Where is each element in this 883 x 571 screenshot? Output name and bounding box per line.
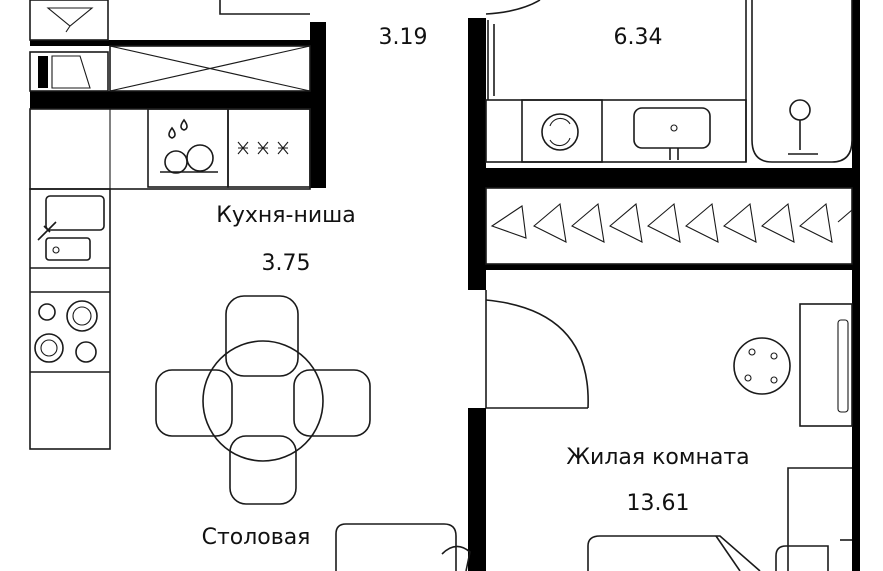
hanger-icon xyxy=(490,202,853,243)
washing-machine-icon xyxy=(541,113,579,151)
washing-machine xyxy=(521,99,603,163)
hall-area: 3.19 xyxy=(379,25,428,50)
sofa xyxy=(335,523,471,571)
wall-closet-bottom xyxy=(486,264,858,270)
wall-bath-bottom xyxy=(486,168,858,188)
sink-icon xyxy=(633,107,711,160)
wall-right-edge xyxy=(852,0,860,571)
dining-name: Столовая xyxy=(202,525,311,550)
round-table-icon xyxy=(202,340,324,462)
round-table-icon xyxy=(733,337,791,395)
wall-top-left xyxy=(30,40,320,46)
left-counter xyxy=(29,188,111,450)
hob-icon xyxy=(34,300,98,363)
wall-column-left-upper xyxy=(468,18,486,290)
tv-stand xyxy=(799,303,853,427)
closet xyxy=(485,187,853,265)
walls xyxy=(30,0,860,571)
hall-furniture: 3.19 xyxy=(29,0,541,92)
chair-icon xyxy=(155,295,371,505)
bathroom-area: 6.34 xyxy=(614,25,663,50)
doors xyxy=(485,290,589,409)
living-area: 13.61 xyxy=(627,491,690,516)
dishwasher-icon xyxy=(160,118,218,174)
sink-icon xyxy=(37,195,105,261)
kitchen-name: Кухня-ниша xyxy=(216,203,356,228)
dining-set xyxy=(155,295,371,505)
dishwasher xyxy=(147,108,229,188)
kitchen-area: 3.75 xyxy=(262,251,311,276)
kitchen-counter xyxy=(29,108,311,190)
bathtub-icon xyxy=(751,0,853,163)
stove xyxy=(227,108,311,188)
wall-hall-right xyxy=(310,22,326,188)
living-room: Жилая комната 13.61 xyxy=(566,303,853,571)
bathroom: 6.34 xyxy=(485,0,853,163)
wall-kitchen-top xyxy=(30,91,320,109)
wall-column-left-lower xyxy=(468,408,486,571)
stove-icon xyxy=(237,141,289,155)
living-name: Жилая комната xyxy=(566,445,749,470)
